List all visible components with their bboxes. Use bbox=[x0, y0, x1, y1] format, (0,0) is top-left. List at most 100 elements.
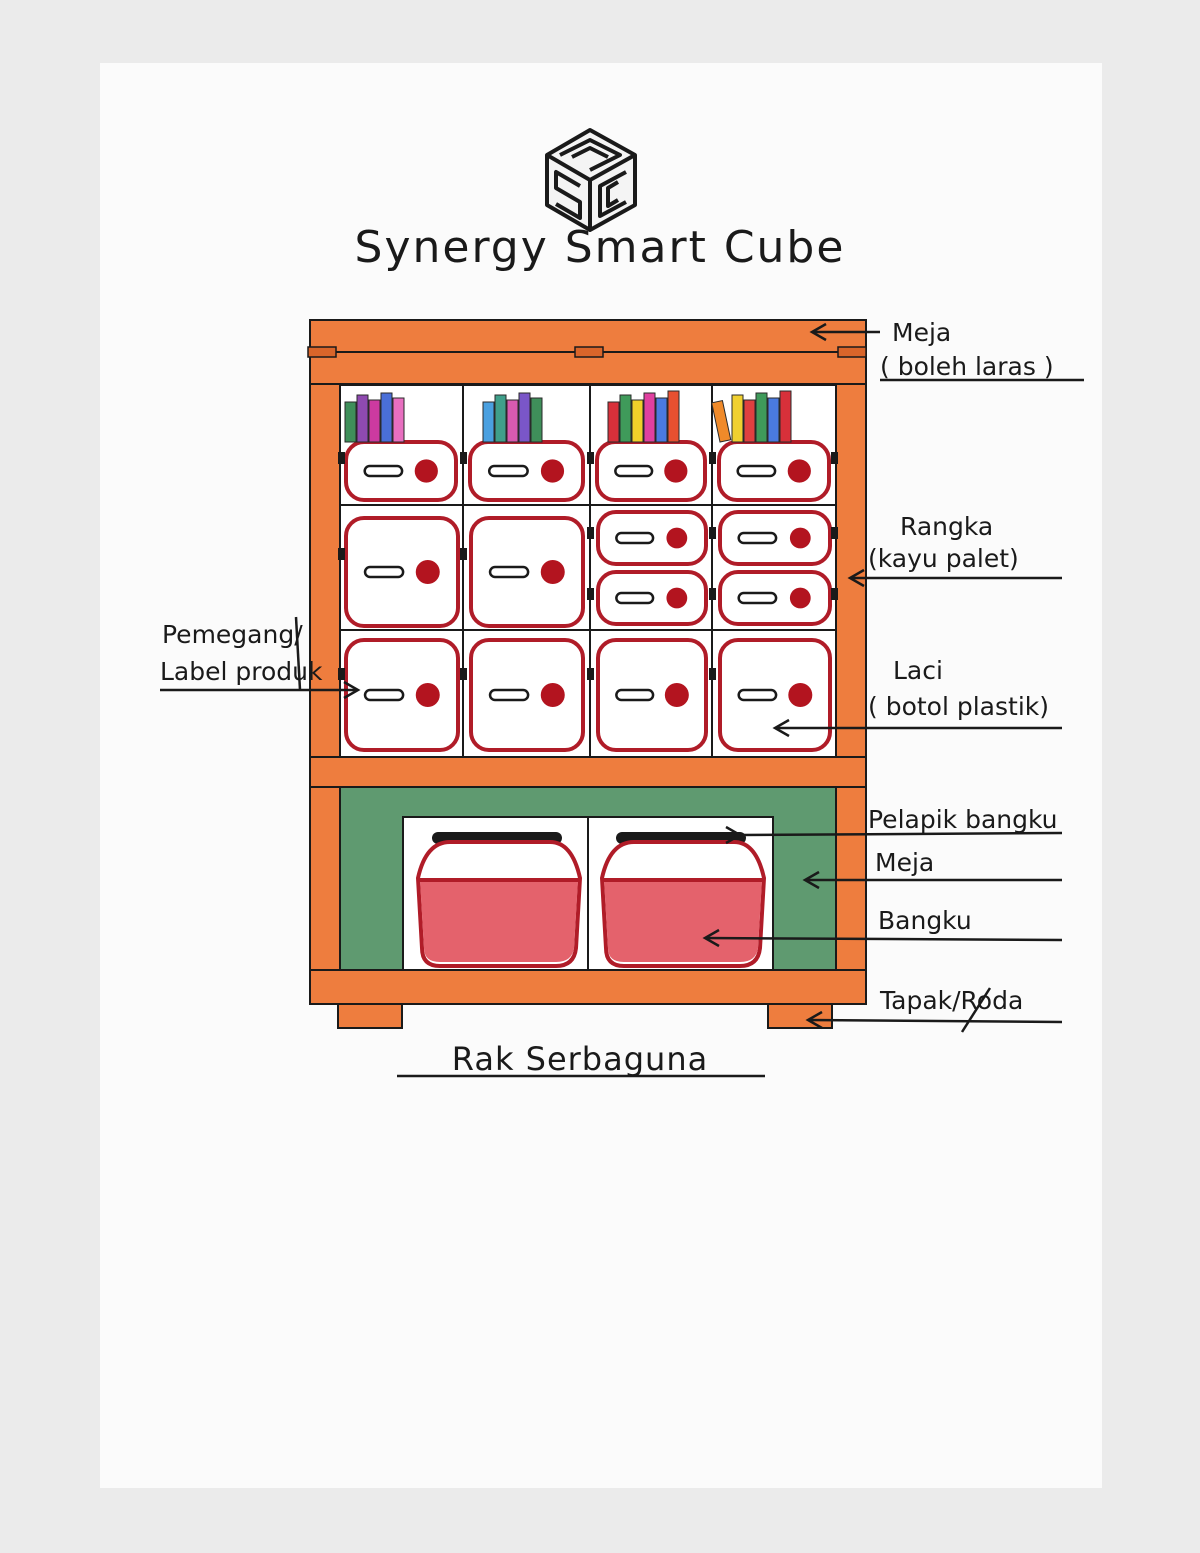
drawer-clip bbox=[338, 452, 345, 464]
label-meja-top-note: ( boleh laras ) bbox=[880, 352, 1054, 381]
stool-right bbox=[599, 832, 767, 968]
drawer-knob bbox=[540, 683, 565, 707]
label-holder bbox=[736, 464, 777, 478]
label-holder bbox=[737, 531, 778, 545]
foot-left bbox=[337, 1003, 403, 1029]
book bbox=[530, 397, 543, 443]
leader-line bbox=[807, 1018, 1063, 1024]
drawer-clip bbox=[587, 527, 594, 539]
hinge bbox=[307, 346, 337, 358]
drawer-clip bbox=[460, 548, 467, 560]
book bbox=[518, 392, 531, 443]
label-pelapik-bangku: Pelapik bangku bbox=[868, 805, 1058, 834]
book bbox=[779, 390, 792, 443]
drawer-clip bbox=[709, 668, 716, 680]
book bbox=[344, 401, 357, 443]
label-holder bbox=[737, 688, 778, 702]
stool-fill bbox=[420, 880, 578, 962]
drawer-knob bbox=[540, 560, 565, 584]
leader-line bbox=[704, 936, 1063, 942]
arrow-head bbox=[802, 870, 820, 890]
drawer-clip bbox=[709, 527, 716, 539]
arrow-head bbox=[809, 322, 827, 342]
label-holder bbox=[363, 464, 404, 478]
drawer-clip bbox=[587, 588, 594, 600]
arrow-head bbox=[772, 718, 790, 738]
arrow-head bbox=[847, 568, 865, 588]
label-holder bbox=[487, 464, 529, 478]
label-meja-bottom: Meja bbox=[875, 848, 935, 877]
drawer-clip bbox=[831, 452, 838, 464]
drawer-knob bbox=[664, 683, 689, 707]
book bbox=[619, 394, 632, 443]
arrow-head bbox=[702, 928, 720, 948]
leader-line bbox=[294, 616, 302, 691]
leader-line bbox=[960, 987, 992, 1033]
drawer-knob bbox=[787, 459, 811, 483]
ssc-cube-logo bbox=[545, 128, 637, 232]
drawer-knob bbox=[788, 683, 813, 707]
drawer-clip bbox=[831, 588, 838, 600]
hinge bbox=[574, 346, 604, 358]
drawer-knob bbox=[540, 459, 565, 483]
drawer-clip bbox=[709, 452, 716, 464]
label-holder bbox=[737, 591, 778, 605]
leader-line bbox=[739, 831, 1063, 837]
drawer-clip bbox=[587, 452, 594, 464]
hinge bbox=[837, 346, 867, 358]
book bbox=[755, 392, 768, 443]
label-laci-note: ( botol plastik) bbox=[868, 692, 1049, 721]
book bbox=[731, 394, 744, 443]
drawer-knob bbox=[666, 587, 688, 609]
drawer-knob bbox=[789, 527, 811, 549]
drawer-clip bbox=[709, 588, 716, 600]
book bbox=[643, 392, 656, 443]
drawer-knob bbox=[415, 560, 440, 584]
diagram-caption: Rak Serbaguna bbox=[451, 1040, 709, 1078]
book bbox=[743, 399, 756, 443]
diagram-title: Synergy Smart Cube bbox=[354, 222, 846, 273]
drawer-clip bbox=[338, 668, 345, 680]
book bbox=[494, 394, 507, 443]
label-holder bbox=[615, 531, 655, 545]
label-holder bbox=[363, 688, 405, 702]
book bbox=[607, 401, 620, 443]
label-tapak-roda: Tapak/Roda bbox=[880, 986, 1024, 1015]
drawer-knob bbox=[789, 587, 811, 609]
drawer-clip bbox=[338, 548, 345, 560]
label-holder bbox=[615, 688, 655, 702]
book bbox=[368, 399, 381, 443]
arrow-head bbox=[725, 825, 743, 845]
book bbox=[380, 392, 393, 443]
label-holder bbox=[363, 565, 405, 579]
frame-bottom-beam bbox=[309, 969, 867, 1005]
drawer-knob bbox=[664, 459, 688, 483]
book bbox=[631, 399, 644, 443]
foot-right bbox=[767, 1003, 833, 1029]
frame-right-post bbox=[835, 383, 867, 1005]
stool-left bbox=[415, 832, 583, 968]
book bbox=[655, 397, 668, 443]
label-laci: Laci bbox=[893, 656, 943, 685]
label-rangka: Rangka bbox=[900, 512, 994, 541]
book bbox=[767, 397, 780, 443]
label-holder bbox=[488, 688, 530, 702]
label-rangka-note: (kayu palet) bbox=[868, 544, 1019, 573]
label-meja-top: Meja bbox=[892, 318, 952, 347]
label-pemegang-note: Label produk bbox=[160, 657, 323, 686]
book bbox=[482, 401, 495, 443]
drawer-knob bbox=[414, 459, 438, 483]
label-holder bbox=[615, 591, 655, 605]
drawer-knob bbox=[415, 683, 440, 707]
book bbox=[356, 394, 369, 443]
book bbox=[667, 390, 680, 443]
label-holder bbox=[488, 565, 530, 579]
drawer-clip bbox=[460, 668, 467, 680]
label-pemegang: Pemegang/ bbox=[162, 620, 303, 649]
drawer-knob bbox=[666, 527, 688, 549]
book bbox=[392, 397, 405, 443]
drawer-clip bbox=[460, 452, 467, 464]
frame-left-post bbox=[309, 383, 341, 1005]
label-holder bbox=[614, 464, 654, 478]
